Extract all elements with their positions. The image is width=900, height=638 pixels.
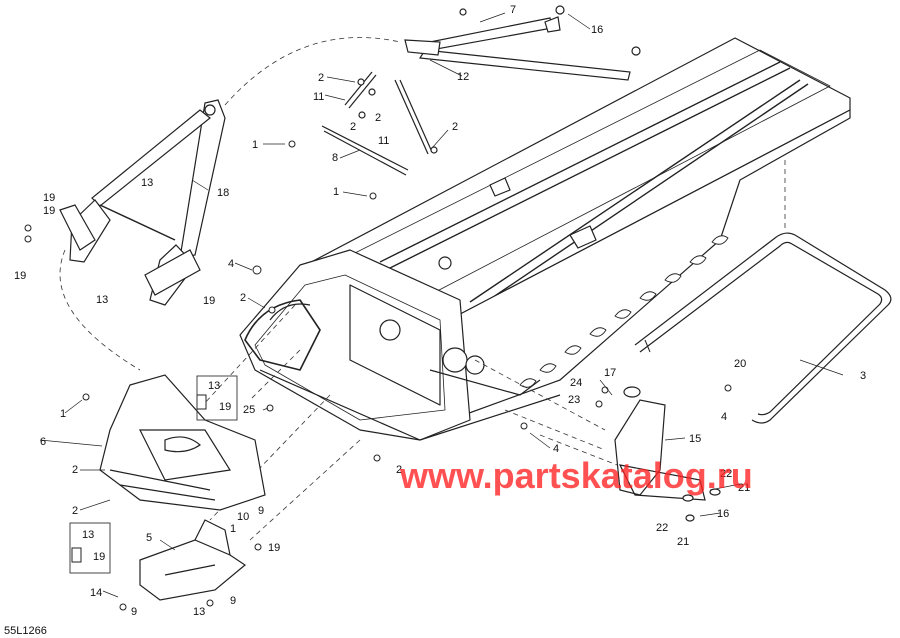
callout-1: 1 xyxy=(252,139,258,151)
callout-16: 16 xyxy=(717,508,729,520)
callout-15: 15 xyxy=(689,433,701,445)
mount-bracket xyxy=(139,519,247,601)
fasteners xyxy=(24,140,732,611)
callout-17: 17 xyxy=(604,367,616,379)
callout-2: 2 xyxy=(350,121,356,133)
watermark: www.partskatalog.ru xyxy=(399,455,753,496)
callout-25: 25 xyxy=(243,404,255,416)
callout-4: 4 xyxy=(721,411,727,423)
callout-16: 16 xyxy=(591,24,603,36)
callout-2: 2 xyxy=(240,292,246,304)
tunnel-frame xyxy=(239,37,851,441)
callout-19: 19 xyxy=(43,205,55,217)
callout-13: 13 xyxy=(208,380,220,392)
front-bracket xyxy=(99,374,266,511)
callout-12: 12 xyxy=(457,71,469,83)
callout-3: 3 xyxy=(860,370,866,382)
callout-4: 4 xyxy=(553,443,559,455)
callout-23: 23 xyxy=(568,394,580,406)
reference-code: 55L1266 xyxy=(4,625,47,637)
upper-arms xyxy=(404,5,641,81)
callout-2: 2 xyxy=(396,464,402,476)
callout-22: 22 xyxy=(720,468,732,480)
callout-18: 18 xyxy=(217,187,229,199)
detail-boxes xyxy=(69,375,238,574)
callout-2: 2 xyxy=(72,464,78,476)
callout-21: 21 xyxy=(677,536,689,548)
callout-22: 22 xyxy=(656,522,668,534)
side-mount xyxy=(614,386,721,522)
callout-5: 5 xyxy=(146,532,152,544)
callout-2: 2 xyxy=(318,72,324,84)
callout-9: 9 xyxy=(230,595,236,607)
callout-1: 1 xyxy=(333,186,339,198)
callout-24: 24 xyxy=(570,377,582,389)
steering-support xyxy=(59,99,226,306)
callout-13: 13 xyxy=(193,606,205,618)
callout-9: 9 xyxy=(131,606,137,618)
callout-1: 1 xyxy=(230,523,236,535)
callouts: 7 16 2 11 2 2 12 1 8 11 2 1 13 18 19 19 … xyxy=(14,4,866,618)
callout-2: 2 xyxy=(452,121,458,133)
callout-19: 19 xyxy=(43,192,55,204)
callout-19: 19 xyxy=(268,542,280,554)
callout-19: 19 xyxy=(93,551,105,563)
callout-2: 2 xyxy=(375,112,381,124)
callout-19: 19 xyxy=(203,295,215,307)
callout-21: 21 xyxy=(738,482,750,494)
callout-9: 9 xyxy=(258,505,264,517)
callout-13: 13 xyxy=(141,177,153,189)
callout-14: 14 xyxy=(90,587,102,599)
rear-bumper xyxy=(634,232,892,424)
callout-11: 11 xyxy=(378,135,389,147)
callout-11: 11 xyxy=(313,91,324,103)
callout-10: 10 xyxy=(237,511,249,523)
callout-19: 19 xyxy=(14,270,26,282)
callout-7: 7 xyxy=(510,4,516,16)
callout-13: 13 xyxy=(82,529,94,541)
callout-2: 2 xyxy=(72,505,78,517)
callout-1: 1 xyxy=(60,408,66,420)
callout-4: 4 xyxy=(228,258,234,270)
leader-lines xyxy=(39,12,844,598)
callout-6: 6 xyxy=(40,436,46,448)
callout-8: 8 xyxy=(332,152,338,164)
callout-19: 19 xyxy=(219,401,231,413)
callout-20: 20 xyxy=(734,358,746,370)
callout-13: 13 xyxy=(96,294,108,306)
link-rods xyxy=(321,71,438,176)
